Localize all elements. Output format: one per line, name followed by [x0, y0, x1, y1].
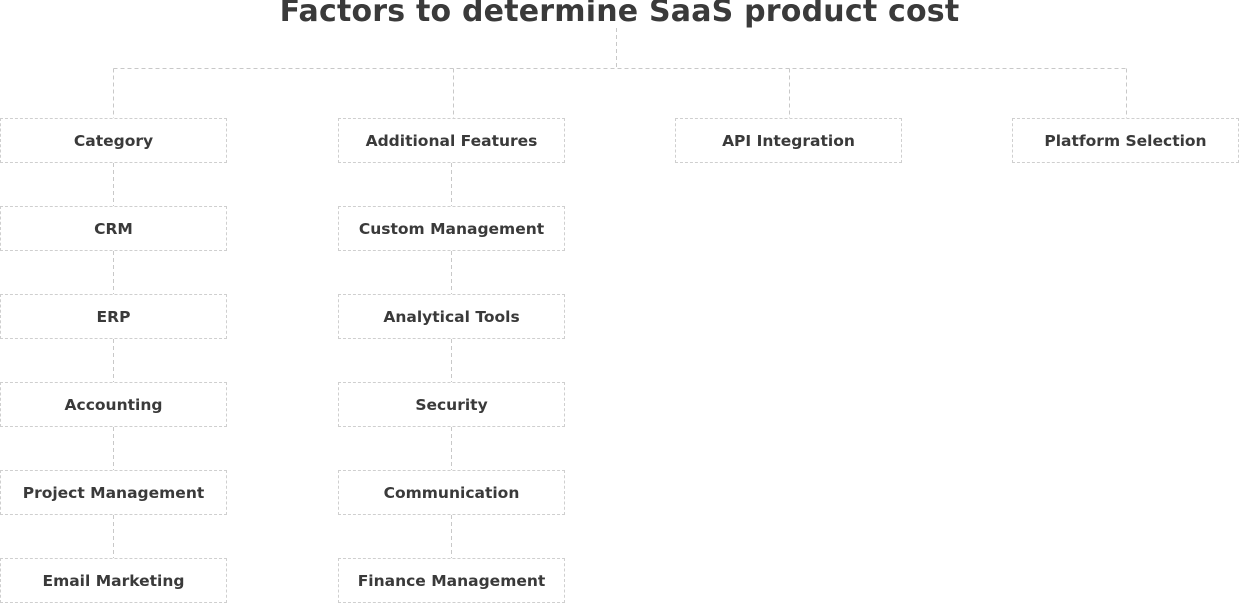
- diagram-title: Factors to determine SaaS product cost: [279, 0, 960, 29]
- node-category: Category: [0, 118, 227, 163]
- node-platform-selection: Platform Selection: [1012, 118, 1239, 163]
- node-communication: Communication: [338, 470, 565, 515]
- node-api-integration: API Integration: [675, 118, 902, 163]
- node-custom-management: Custom Management: [338, 206, 565, 251]
- node-analytical-tools: Analytical Tools: [338, 294, 565, 339]
- node-additional-features: Additional Features: [338, 118, 565, 163]
- node-finance-management: Finance Management: [338, 558, 565, 603]
- node-project-management: Project Management: [0, 470, 227, 515]
- node-email-marketing: Email Marketing: [0, 558, 227, 603]
- node-crm: CRM: [0, 206, 227, 251]
- node-security: Security: [338, 382, 565, 427]
- node-accounting: Accounting: [0, 382, 227, 427]
- node-erp: ERP: [0, 294, 227, 339]
